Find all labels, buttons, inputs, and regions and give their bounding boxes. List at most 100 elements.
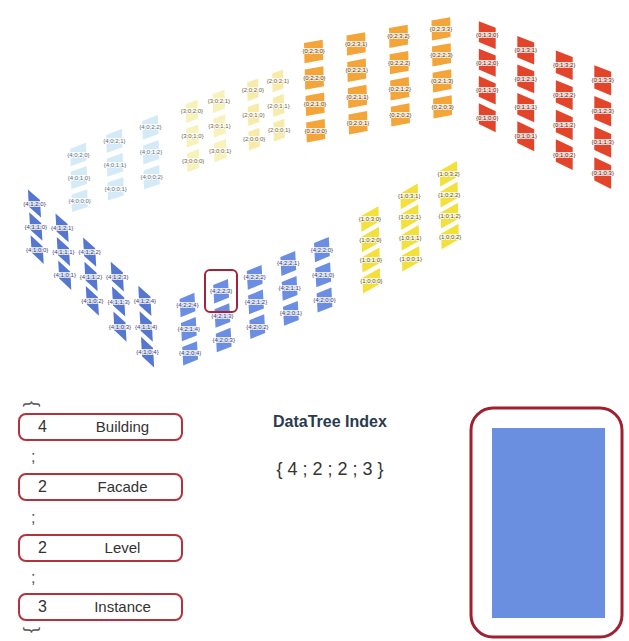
index-level-box: 2 Level — [18, 534, 183, 562]
index-label: {0;2;1;1} — [345, 94, 369, 100]
index-level-box: 4Building — [18, 413, 183, 441]
index-label: {1;0;0;0} — [359, 278, 383, 284]
highlighted-panel: {4;2;2;3} — [204, 269, 238, 313]
index-label: {0;1;3;1} — [514, 47, 538, 53]
index-label: {4;1;2;2} — [77, 249, 101, 255]
path-separator: ; — [31, 509, 35, 527]
index-label: {4;2;0;1} — [279, 310, 303, 316]
index-label: {4;0;2;1} — [102, 138, 126, 144]
index-label: {4;1;1;1} — [51, 249, 75, 255]
index-label: {0;2;3;2} — [386, 33, 410, 39]
index-label: {0;2;2;2} — [387, 60, 411, 66]
index-label: {0;2;3;3} — [429, 26, 453, 32]
index-label: {3;0;1;0} — [180, 133, 204, 139]
index-label: {4;0;1;1} — [103, 162, 127, 168]
index-label: {0;1;1;3} — [591, 139, 615, 145]
index-label: {4;2;2;1} — [276, 260, 300, 266]
index-label: {4;2;0;0} — [312, 297, 336, 303]
index-label: {4;1;2;1} — [50, 225, 74, 231]
index-label: {4;1;0;0} — [25, 247, 49, 253]
index-label: {4;1;1;3} — [106, 299, 130, 305]
index-label: {1;0;2;0} — [358, 237, 382, 243]
index-label: {4;1;0;4} — [135, 349, 159, 355]
index-label: {0;1;1;1} — [514, 104, 538, 110]
index-label: {4;2;2;0} — [310, 247, 334, 253]
index-label: {1;0;1;2} — [437, 213, 461, 219]
index-label: {4;2;1;1} — [277, 285, 301, 291]
index-label: {3;0;2;1} — [207, 98, 231, 104]
index-label: {1;0;0;2} — [438, 234, 462, 240]
index-level-name: Level — [105, 540, 141, 557]
index-label: {4;1;0;1} — [53, 272, 77, 278]
index-level-box: 3 Instance — [18, 593, 183, 621]
index-label: {0;1;2;3} — [591, 108, 615, 114]
path-separator: ; — [31, 448, 35, 466]
index-label: {4;1;1;2} — [79, 274, 103, 280]
index-label: {4;0;2;0} — [66, 152, 90, 158]
index-label: {2;0;0;0} — [242, 136, 266, 142]
index-label: {0;2;2;0} — [302, 75, 326, 81]
index-label: {4;0;0;2} — [139, 174, 163, 180]
index-label: {3;0;1;1} — [207, 123, 231, 129]
index-label: {0;1;2;0} — [475, 60, 499, 66]
index-label: {1;0;1;1} — [398, 235, 422, 241]
index-label: {3;0;0;1} — [208, 148, 232, 154]
index-level-box: 2 Facade — [18, 473, 183, 501]
index-label: {4;0;1;0} — [67, 175, 91, 181]
index-label: {0;1;0;3} — [591, 170, 615, 176]
index-label: {1;0;2;1} — [398, 214, 422, 220]
index-label: {0;2;1;0} — [303, 101, 327, 107]
index-label: {4;2;1;0} — [311, 272, 335, 278]
index-value: 3 — [38, 598, 47, 616]
tree-brace: { — [24, 401, 42, 407]
heading: DataTree Index — [273, 413, 387, 431]
index-label: {4;2;1;4} — [177, 326, 201, 332]
index-label: {4;0;1;2} — [139, 149, 163, 155]
index-label: {0;1;3;3} — [591, 77, 615, 83]
index-label: {0;1;0;0} — [475, 115, 499, 121]
index-label: {1;0;2;2} — [437, 192, 461, 198]
index-label: {0;2;2;3} — [429, 52, 453, 58]
index-label: {1;0;0;1} — [399, 256, 423, 262]
index-label: {1;0;1;0} — [359, 257, 383, 263]
index-label: {0;1;0;1} — [514, 133, 538, 139]
index-value: 2 — [38, 478, 47, 496]
index-label: {4;1;2;0} — [22, 201, 46, 207]
index-label: {2;0;2;0} — [241, 87, 265, 93]
index-label: {4;1;2;3} — [105, 274, 129, 280]
tree-brace: } — [24, 627, 42, 633]
path-separator: ; — [31, 569, 35, 587]
index-label: {1;0;3;0} — [358, 216, 382, 222]
index-level-name: Facade — [97, 479, 147, 496]
index-label: {0;1;1;0} — [475, 87, 499, 93]
index-label: {0;2;0;3} — [430, 104, 454, 110]
index-label: {4;0;2;2} — [138, 124, 162, 130]
index-label: {0;1;3;0} — [475, 32, 499, 38]
index-label: {0;2;1;2} — [388, 86, 412, 92]
index-level-name: Building — [96, 419, 149, 436]
index-label: {2;0;1;1} — [266, 103, 290, 109]
index-label: {4;0;0;1} — [103, 186, 127, 192]
index-label: {0;1;0;2} — [552, 152, 576, 158]
index-label: {4;2;0;4} — [178, 350, 202, 356]
index-label: {4;1;0;3} — [108, 324, 132, 330]
index-label: {0;2;3;0} — [301, 48, 325, 54]
index-label: {2;0;0;1} — [267, 127, 291, 133]
index-label: {4;2;2;3} — [209, 288, 233, 294]
index-value: 2 — [38, 539, 47, 557]
index-label: {4;0;0;0} — [67, 198, 91, 204]
index-label: {0;2;0;2} — [388, 112, 412, 118]
index-label: {0;2;2;1} — [345, 67, 369, 73]
index-level-name: Instance — [94, 599, 151, 616]
index-label: {3;0;0;0} — [181, 158, 205, 164]
index-label: {0;1;2;1} — [514, 76, 538, 82]
index-label: {1;0;3;2} — [436, 171, 460, 177]
index-label: {4;2;0;3} — [212, 337, 236, 343]
index-label: {0;2;0;1} — [346, 120, 370, 126]
index-label: {0;1;2;2} — [552, 92, 576, 98]
index-label: {0;1;1;2} — [552, 122, 576, 128]
index-label: {4;2;1;2} — [244, 299, 268, 305]
index-label: {4;1;2;4} — [133, 298, 157, 304]
index-path: { 4 ; 2 ; 2 ; 3 } — [277, 460, 384, 480]
index-label: {4;1;1;0} — [24, 224, 48, 230]
